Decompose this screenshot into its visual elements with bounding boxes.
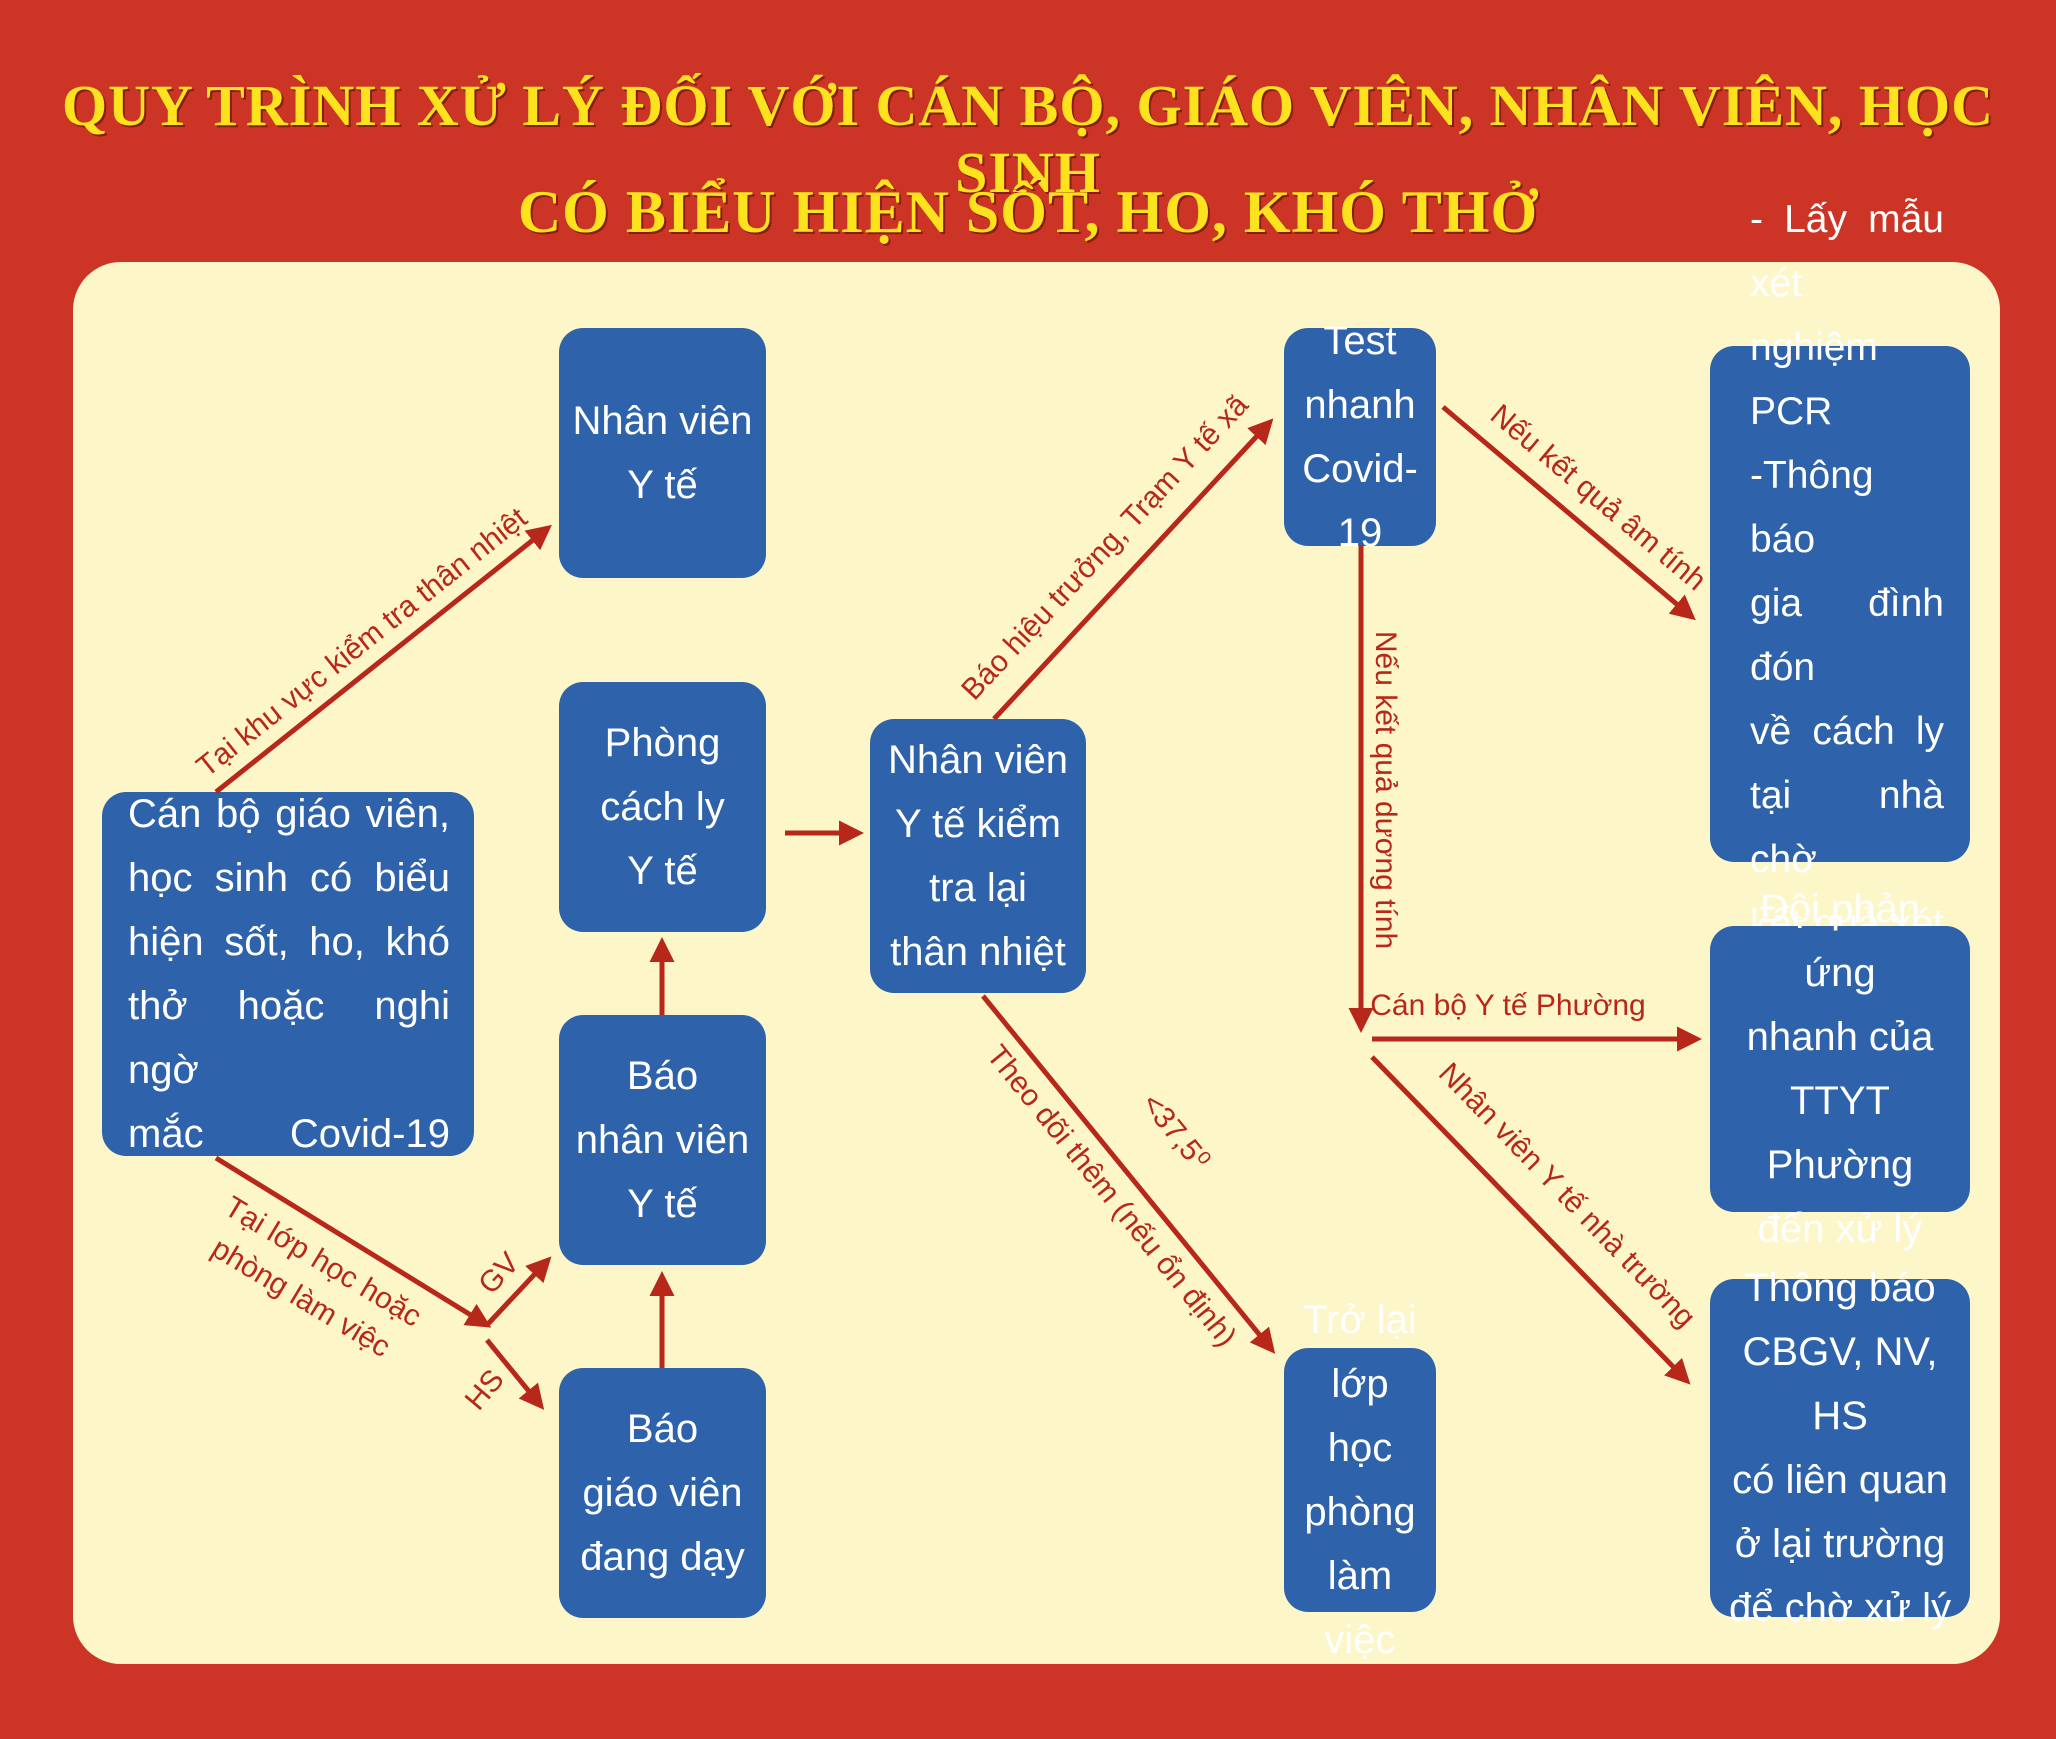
label-duong-tinh: Nếu kết quả dương tính [1369, 631, 1402, 949]
node-nhan-vien-y-te: Nhân viên Y tế [559, 328, 766, 578]
node-test-nhanh: Test nhanh Covid-19 [1284, 319, 1436, 555]
label-am-tinh: Nếu kết quả âm tính [1484, 398, 1712, 597]
title-line-1: QUY TRÌNH XỬ LÝ ĐỐI VỚI CÁN BỘ, GIÁO VIÊ… [61, 73, 1995, 205]
label-hs: HS [459, 1363, 511, 1416]
node-phong-cach-ly: Phòng cách ly Y tế [559, 682, 766, 932]
arrow-to-test [992, 418, 1274, 721]
arrow-start-to-nv-y-te [214, 524, 552, 794]
label-tai-khu-vuc: Tại khu vực kiểm tra thân nhiệt [191, 501, 534, 784]
arrow-nv-nha-truong [1370, 1055, 1691, 1385]
node-bao-nhan-vien: Báo nhân viên Y tế [559, 1015, 766, 1265]
node-bao-giao-vien: Báo giáo viên đang dạy [559, 1368, 766, 1618]
label-theo-doi: Theo dõi thêm (nếu ổn định) [980, 1039, 1243, 1353]
title-line-2: CÓ BIỂU HIỆN SỐT, HO, KHÓ THỞ [517, 179, 1539, 245]
node-thong-bao: Thông báo CBGV, NV, HS có liên quan ở lạ… [1710, 1266, 1970, 1630]
node-tro-lai: Trở lại lớp học phòng làm việc [1284, 1298, 1436, 1662]
arrow-am-tinh [1441, 405, 1696, 621]
node-doi-phan-ung: Đội phản ứng nhanh của TTYT Phường đến x… [1710, 887, 1970, 1251]
arrow-hs [485, 1338, 545, 1410]
label-can-bo-y-te: Cán bộ Y tế Phường [1370, 989, 1646, 1022]
node-lay-mau: - Lấy mẫu xét nghiệm PCR -Thông báo gia … [1710, 198, 1970, 1009]
arrow-to-tro-lai [981, 994, 1276, 1354]
arrow-gv [485, 1256, 552, 1327]
node-kiem-tra-lai: Nhân viên Y tế kiểm tra lại thân nhiệt [870, 719, 1086, 993]
label-nhiet-do: <37,5⁰ [1135, 1087, 1216, 1176]
label-nv-y-te-truong: Nhân viên Y tế nhà trường [1432, 1057, 1702, 1334]
arrow-start-to-branch [214, 1155, 492, 1328]
start-node: Cán bộ giáo viên, học sinh có biểu hiện … [102, 792, 474, 1156]
label-bao-hieu-truong: Báo hiệu trưởng, Trạm Y tế xã [955, 388, 1255, 706]
